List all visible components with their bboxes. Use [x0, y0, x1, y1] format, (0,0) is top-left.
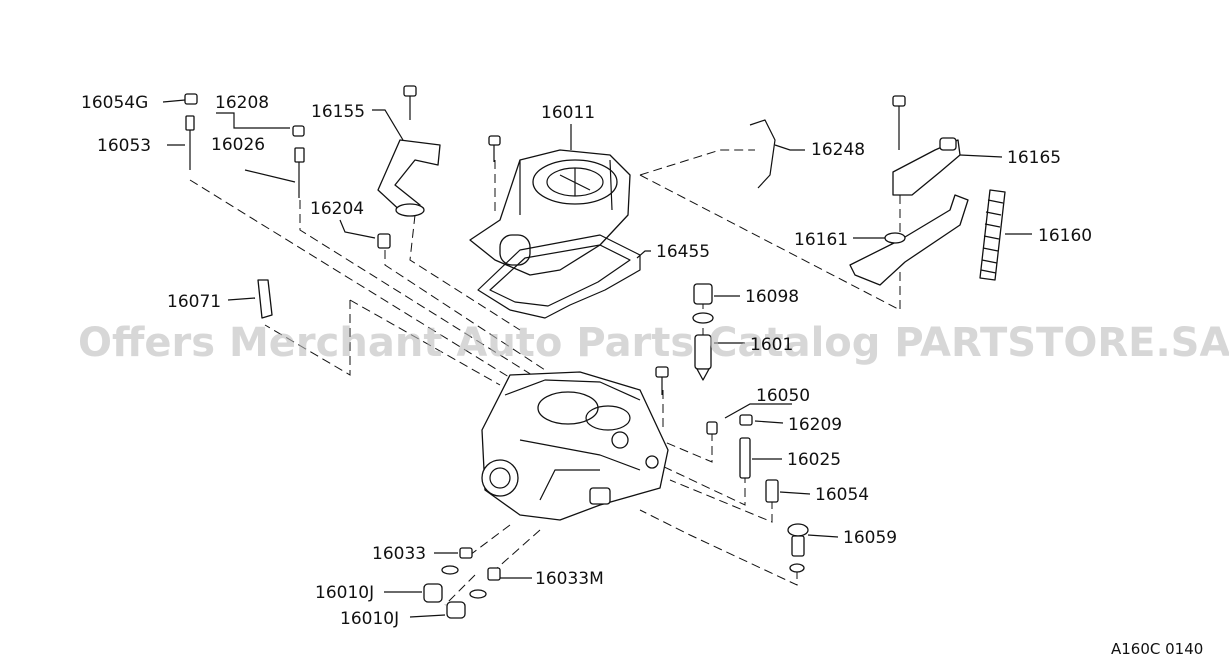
label-16455: 16455	[656, 242, 710, 262]
diagram-code: A160C 0140	[1111, 640, 1203, 658]
label-16025: 16025	[787, 450, 841, 470]
label-16033M: 16033M	[535, 569, 604, 589]
carburetor-main-body	[481, 371, 669, 521]
label-16010J-a: 16010J	[315, 583, 374, 603]
label-16208: 16208	[215, 93, 269, 113]
part-16248-rod	[749, 119, 776, 189]
part-16011-top-cover	[469, 149, 631, 276]
part-16161-lever	[849, 194, 969, 286]
label-1601: 1601	[750, 335, 793, 355]
part-16165-bracket	[892, 137, 961, 196]
watermark-text: Offers Merchant Auto Parts Catalog PARTS…	[78, 320, 1229, 366]
label-16161: 16161	[794, 230, 848, 250]
label-16054G: 16054G	[81, 93, 148, 113]
part-16455-gasket	[477, 234, 641, 319]
hardware-parts	[184, 85, 906, 619]
assembly-dash-lines	[189, 149, 901, 606]
label-16160: 16160	[1038, 226, 1092, 246]
label-16165: 16165	[1007, 148, 1061, 168]
leader-lines	[162, 99, 1032, 618]
label-16033: 16033	[372, 544, 426, 564]
part-16155-bracket	[377, 139, 441, 217]
part-labels: 16054G 16208 16155 16011 16248 16165 160…	[81, 93, 1092, 629]
label-16098: 16098	[745, 287, 799, 307]
label-16248: 16248	[811, 140, 865, 160]
label-16071: 16071	[167, 292, 221, 312]
label-16010J-b: 16010J	[340, 609, 399, 629]
label-16204: 16204	[310, 199, 364, 219]
label-16059: 16059	[843, 528, 897, 548]
label-16155: 16155	[311, 102, 365, 122]
label-16011: 16011	[541, 103, 595, 123]
part-16160-spring	[979, 189, 1006, 281]
label-16050: 16050	[756, 386, 810, 406]
label-16054: 16054	[815, 485, 869, 505]
label-16209: 16209	[788, 415, 842, 435]
label-16053: 16053	[97, 136, 151, 156]
label-16026: 16026	[211, 135, 265, 155]
